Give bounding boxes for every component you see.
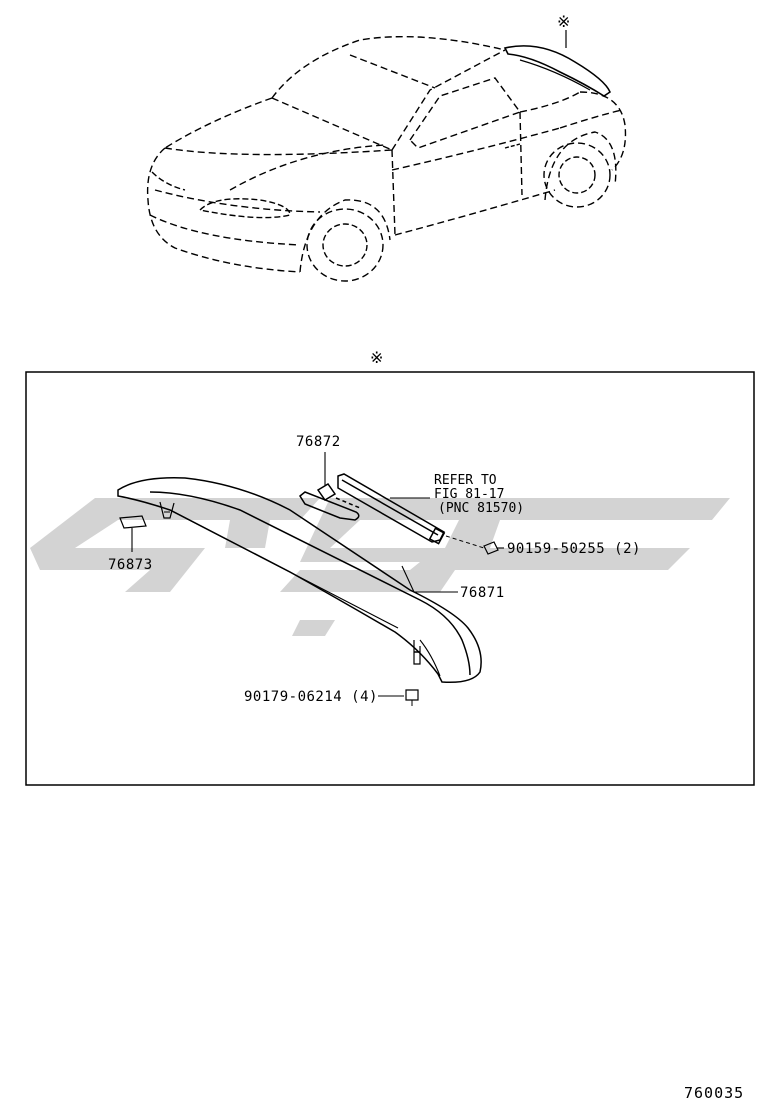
part-label-screw: 90159-50255 (2) [507, 541, 641, 557]
figure-number: 760035 [684, 1084, 745, 1102]
reference-line-2: FIG 81-17 [434, 487, 505, 502]
detail-frame [25, 371, 755, 786]
spoiler-assembly [117, 473, 499, 706]
spoiler-mark-top: ※ [557, 12, 571, 31]
reference-line-3: (PNC 81570) [438, 501, 525, 516]
part-label-bracket: 76872 [296, 434, 341, 450]
spoiler-mark-detail: ※ [370, 348, 384, 367]
watermark-logo [30, 498, 730, 636]
car-illustration [146, 30, 627, 282]
part-label-pad: 76873 [108, 557, 153, 573]
leader-lines [131, 452, 504, 697]
reference-line-1: REFER TO [434, 473, 497, 488]
part-label-nut: 90179-06214 (4) [244, 689, 378, 705]
part-label-spoiler: 76871 [460, 585, 505, 601]
